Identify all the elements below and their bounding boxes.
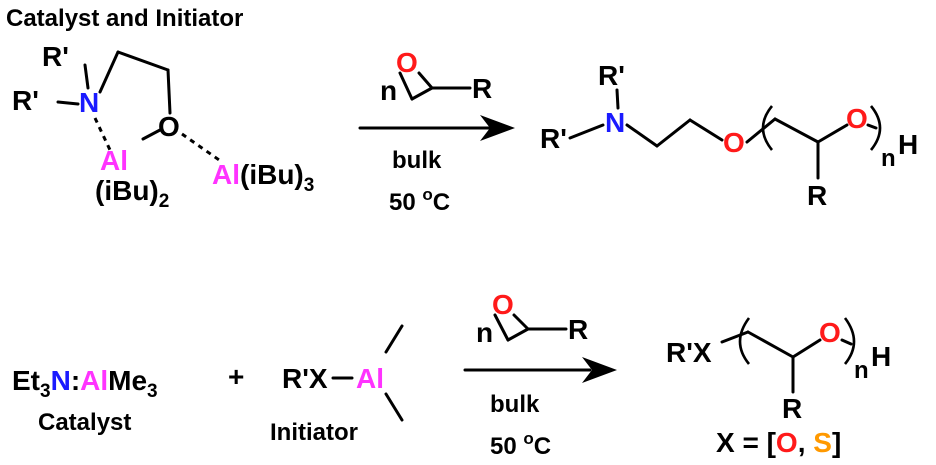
bond-n-ch2 <box>625 123 659 148</box>
bond-al-methyl-up <box>384 324 404 354</box>
plus-sign: + <box>228 361 244 392</box>
r-substituent: R <box>568 314 588 345</box>
bond-o-ch2 <box>745 117 777 144</box>
r-substituent: R <box>807 180 827 211</box>
r-substituent: R <box>782 393 802 424</box>
bond-ch-o <box>791 338 822 359</box>
arrow-head <box>480 115 515 141</box>
bond-ch2-ch <box>746 330 795 359</box>
polyether-product-bottom: R'X O R n H X = [O, S] <box>666 317 891 458</box>
bond-c2-o <box>512 313 530 331</box>
oxygen-atom: O <box>846 103 868 134</box>
bond-o-c1 <box>493 313 510 342</box>
epoxide-monomer: n O R <box>380 47 492 106</box>
epoxide-monomer: n O R <box>476 289 588 348</box>
aluminum-atom: Al <box>356 363 384 394</box>
reaction-arrow-top <box>358 115 515 141</box>
r-prime-label: R' <box>42 41 69 72</box>
bond-al-o <box>141 128 162 141</box>
reaction-arrow-bottom <box>463 357 617 383</box>
r-substituent: R <box>472 73 492 104</box>
catalyst-formula: Et3N:AlMe3 <box>12 365 158 402</box>
scheme-title: Catalyst and Initiator <box>6 5 243 32</box>
catalyst-group: Et3N:AlMe3 Catalyst <box>12 365 158 436</box>
isobutyl-ligand: (iBu)2 <box>95 175 169 212</box>
bond-n-r1 <box>615 88 620 110</box>
r-prime-label: R' <box>12 85 39 116</box>
oxygen-atom: O <box>158 111 180 142</box>
repeat-bracket-left <box>761 105 774 151</box>
oxygen-atom: O <box>819 317 841 348</box>
bond-ch-o <box>816 123 849 144</box>
r-prime-label: R' <box>540 123 567 154</box>
bond-ch2-o <box>688 118 724 142</box>
terminal-hydrogen: H <box>871 341 891 372</box>
bond-n-ch2 <box>98 50 120 94</box>
terminal-hydrogen: H <box>898 129 918 160</box>
bond-ch2-ch2 <box>655 118 692 148</box>
oxygen-atom: O <box>492 289 514 320</box>
condition-bulk: bulk <box>392 147 442 174</box>
initiator-group: R'X Al Initiator <box>270 324 404 446</box>
bond-o-bracket <box>866 123 878 130</box>
bond-o-c1 <box>398 71 414 101</box>
x-definition: X = [O, S] <box>716 427 841 458</box>
repeat-count-n: n <box>476 317 493 348</box>
catalyst-label: Catalyst <box>38 409 131 436</box>
bond-o-bracket <box>840 338 853 346</box>
arrow-head <box>582 357 617 383</box>
oxygen-atom: O <box>396 47 418 78</box>
condition-bulk: bulk <box>490 391 540 418</box>
aluminum-tris-isobutyl: Al(iBu)3 <box>212 159 314 196</box>
rx-group: R'X <box>666 337 712 368</box>
bond-n-r2 <box>56 100 80 106</box>
bond-ch2-o <box>166 68 172 115</box>
repeat-bracket-left <box>738 317 751 365</box>
r-prime-label: R' <box>598 60 625 91</box>
initiator-label: Initiator <box>270 419 358 446</box>
bond-n-r2 <box>568 123 605 140</box>
nitrogen-atom: N <box>605 107 625 138</box>
bond-c2-o <box>417 71 434 90</box>
repeat-subscript-n: n <box>854 357 869 384</box>
bond-n-r1 <box>83 63 90 90</box>
condition-temperature: 50 oC <box>389 185 450 216</box>
coordination-o-al <box>181 132 223 164</box>
rx-group: R'X <box>282 363 328 394</box>
aluminum-atom: Al <box>100 145 128 176</box>
bond-c1-c2 <box>410 86 434 101</box>
bond-c1-c2 <box>506 327 530 342</box>
repeat-subscript-n: n <box>881 145 896 172</box>
aminoalkoxide-aluminum-complex: R' R' N O Al (iBu)2 Al(iBu)3 <box>12 41 314 212</box>
bond-ch2-ch <box>773 117 820 144</box>
oxygen-atom: O <box>723 127 745 158</box>
bond-ch2-ch2 <box>116 50 170 72</box>
repeat-count-n: n <box>380 75 397 106</box>
condition-temperature: 50 oC <box>490 429 551 460</box>
polyether-product-top: R' R' N O O R n H <box>540 60 918 211</box>
repeat-bracket-right <box>843 317 856 365</box>
bond-x-ch2 <box>720 330 750 344</box>
repeat-bracket-right <box>869 105 882 151</box>
bond-al-methyl-down <box>384 392 404 422</box>
nitrogen-atom: N <box>79 87 99 118</box>
